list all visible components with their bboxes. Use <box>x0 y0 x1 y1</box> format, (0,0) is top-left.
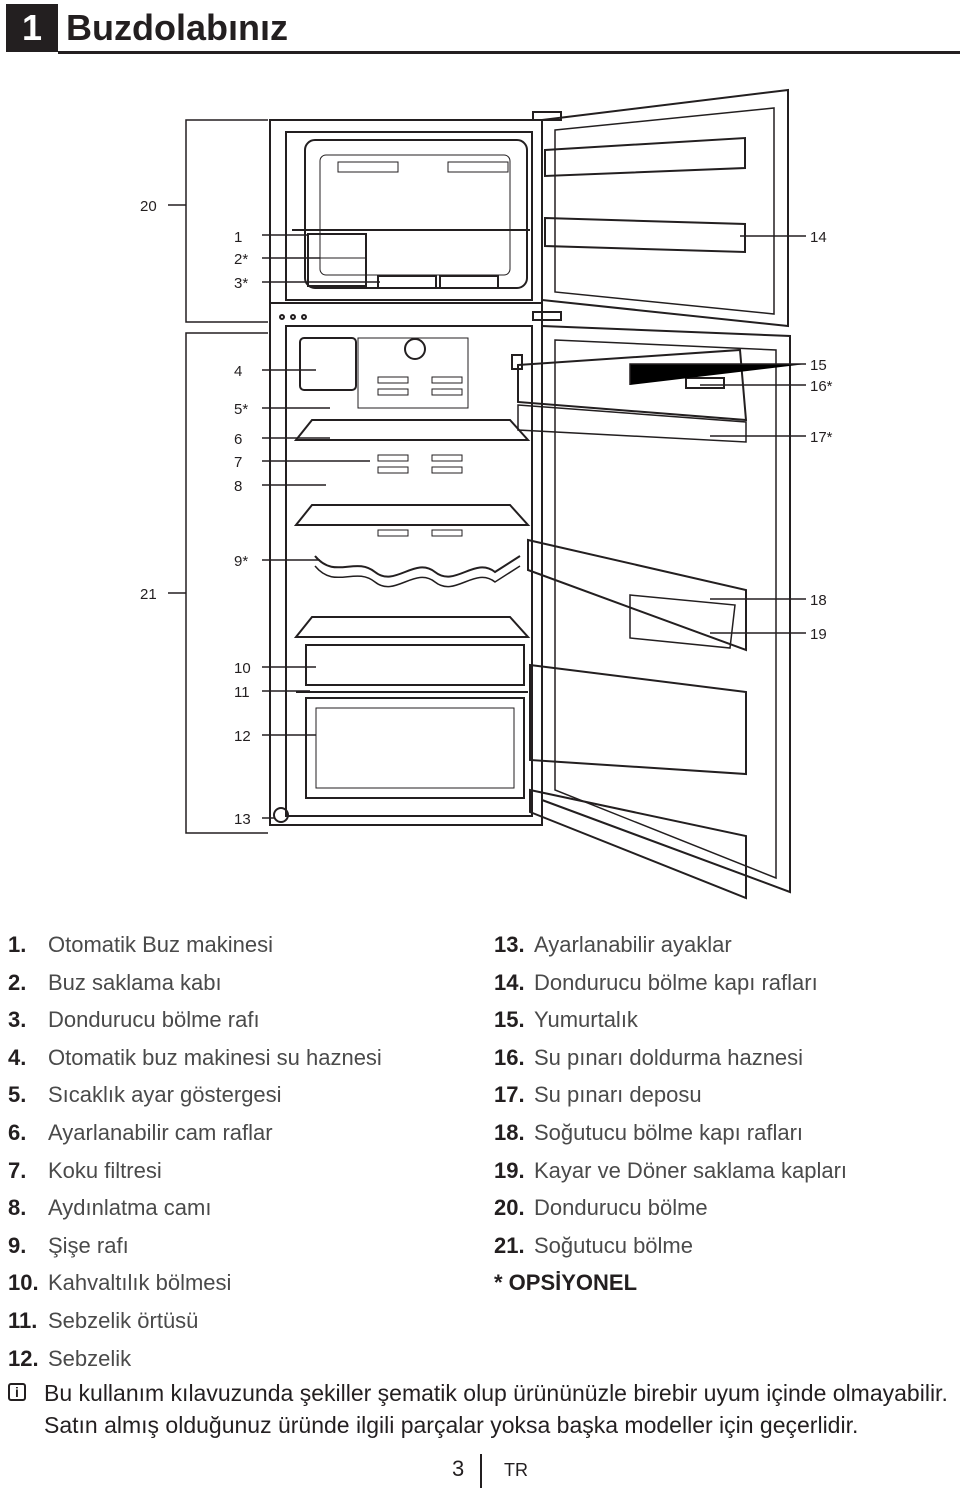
list-item: 16.Su pınarı doldurma haznesi <box>494 1044 804 1070</box>
section-brackets <box>168 119 268 834</box>
list-item: 15.Yumurtalık <box>494 1007 638 1033</box>
note-text: Bu kullanım kılavuzunda şekiller şematik… <box>44 1380 948 1438</box>
list-item: 3.Dondurucu bölme rafı <box>8 1007 260 1033</box>
label-3: 3* <box>234 275 248 292</box>
list-item: 4.Otomatik buz makinesi su haznesi <box>8 1044 382 1070</box>
optional-note: * OPSİYONEL <box>494 1270 638 1296</box>
list-item: 2.Buz saklama kabı <box>8 969 222 995</box>
list-item: 19.Kayar ve Döner saklama kapları <box>494 1157 848 1183</box>
label-8: 8 <box>234 478 242 495</box>
label-7: 7 <box>234 454 242 471</box>
label-11: 11 <box>234 684 250 701</box>
leader-lines <box>262 234 806 819</box>
label-14: 14 <box>810 229 827 246</box>
header-rule <box>58 51 960 54</box>
footer-divider <box>480 1454 482 1488</box>
label-4: 4 <box>234 363 242 380</box>
label-6: 6 <box>234 431 242 448</box>
info-icon: i <box>8 1383 26 1401</box>
label-20: 20 <box>140 198 157 215</box>
list-item: 11.Sebzelik örtüsü <box>8 1307 199 1333</box>
list-item: 7.Koku filtresi <box>8 1157 162 1183</box>
list-item: 5.Sıcaklık ayar göstergesi <box>8 1082 282 1108</box>
label-13: 13 <box>234 811 251 828</box>
refrigerator-diagram: 20 1 2* 3* 4 5* 6 7 8 9* 21 10 11 12 13 … <box>140 88 833 900</box>
label-17: 17* <box>810 429 833 446</box>
refrigerator-drawing <box>269 88 791 900</box>
section-header: 1 Buzdolabınız <box>6 4 960 54</box>
page-title: Buzdolabınız <box>66 7 288 48</box>
label-9: 9* <box>234 553 248 570</box>
list-item: 20.Dondurucu bölme <box>494 1195 708 1221</box>
parts-list-left: 1.Otomatik Buz makinesi 2.Buz saklama ka… <box>8 926 468 1377</box>
list-item: 8.Aydınlatma camı <box>8 1195 212 1221</box>
list-item: 14.Dondurucu bölme kapı rafları <box>494 969 818 995</box>
parts-list-right: 13.Ayarlanabilir ayaklar 14.Dondurucu bö… <box>494 926 954 1302</box>
list-item: 17.Su pınarı deposu <box>494 1082 702 1108</box>
list-item: 6.Ayarlanabilir cam raflar <box>8 1119 273 1145</box>
page-number: 3 <box>452 1456 465 1481</box>
list-item: 21.Soğutucu bölme <box>494 1232 693 1258</box>
label-2: 2* <box>234 251 248 268</box>
label-12: 12 <box>234 728 251 745</box>
label-19: 19 <box>810 626 827 643</box>
label-16: 16* <box>810 378 833 395</box>
label-18: 18 <box>810 592 827 609</box>
list-item: 10.Kahvaltılık bölmesi <box>8 1270 232 1296</box>
list-item: 12.Sebzelik <box>8 1345 132 1371</box>
label-15: 15 <box>810 357 827 374</box>
chapter-number: 1 <box>6 4 58 52</box>
info-note: i Bu kullanım kılavuzunda şekiller şemat… <box>8 1377 948 1441</box>
list-item: 18.Soğutucu bölme kapı rafları <box>494 1119 804 1145</box>
label-1: 1 <box>234 229 242 246</box>
language-code: TR <box>504 1460 528 1480</box>
label-21: 21 <box>140 586 157 603</box>
list-item: 13.Ayarlanabilir ayaklar <box>494 932 732 957</box>
list-item: 1.Otomatik Buz makinesi <box>8 932 273 957</box>
list-item: 9.Şişe rafı <box>8 1232 129 1258</box>
label-5: 5* <box>234 401 248 418</box>
label-10: 10 <box>234 660 251 677</box>
